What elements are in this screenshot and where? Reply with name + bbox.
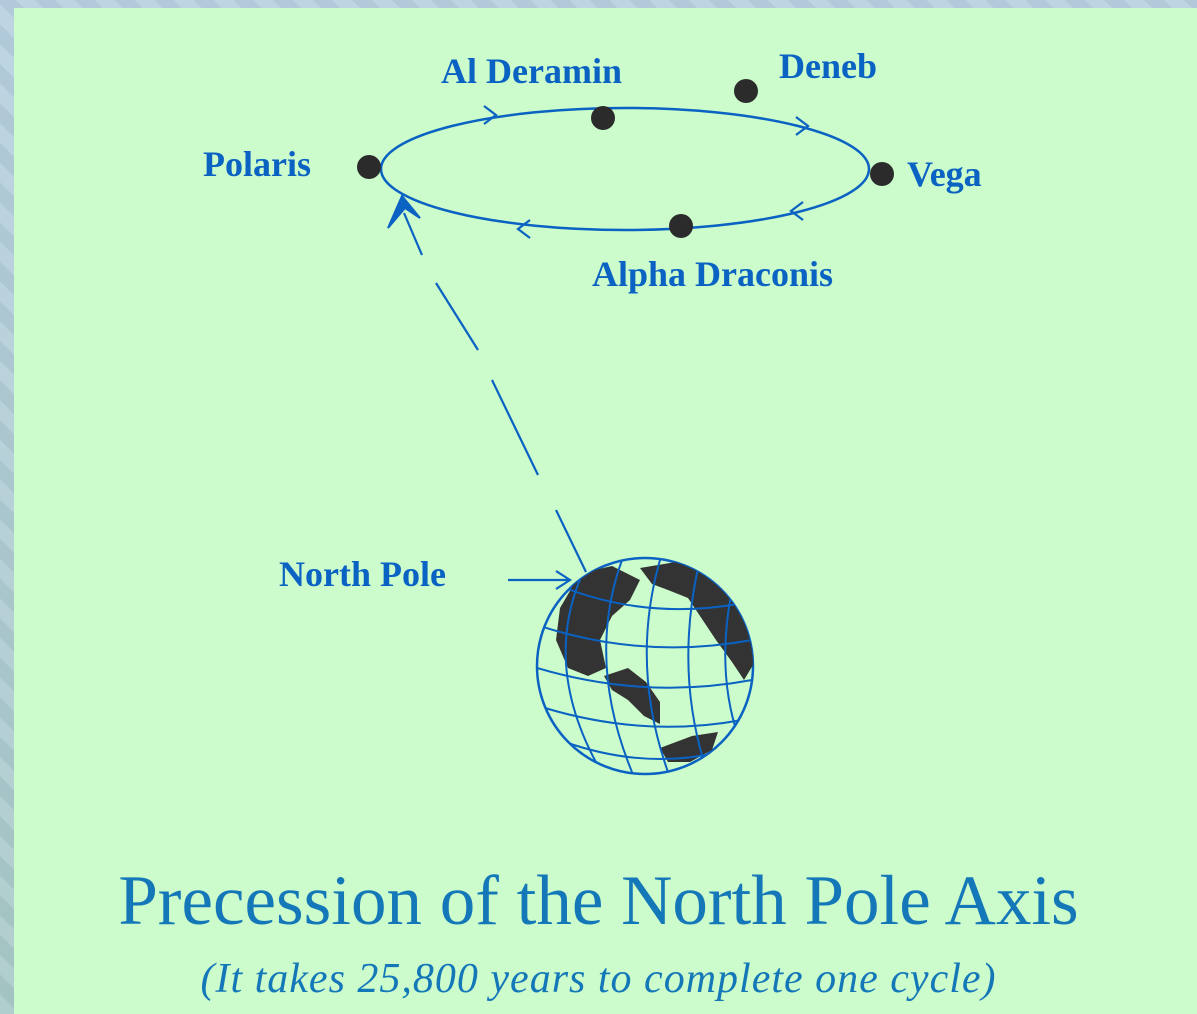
- star-marker-deneb: [734, 79, 758, 103]
- earth-globe-icon: [535, 556, 755, 776]
- pole-axis-line: [402, 212, 587, 573]
- continent-south-america: [604, 668, 660, 724]
- label-al-deramin: Al Deramin: [441, 51, 622, 91]
- label-polaris: Polaris: [203, 144, 311, 184]
- orbit-arrow-top-right: [795, 116, 810, 136]
- label-alpha-draconis: Alpha Draconis: [592, 254, 834, 294]
- star-marker-al-deramin: [591, 106, 615, 130]
- label-north-pole: North Pole: [279, 554, 446, 594]
- orbit-arrow-bottom-left: [516, 219, 531, 239]
- orbit-arrow-bottom-right: [789, 201, 804, 221]
- diagram-subtitle: (It takes 25,800 years to complete one c…: [200, 956, 997, 1002]
- star-marker-polaris: [357, 155, 381, 179]
- precession-orbit: [379, 106, 871, 232]
- orbit-direction-arrows: [483, 105, 810, 239]
- continent-north-america: [556, 566, 640, 676]
- label-vega: Vega: [907, 154, 982, 194]
- star-marker-vega: [870, 162, 894, 186]
- diagram-panel: [14, 8, 1197, 1014]
- star-marker-alpha-draconis: [669, 214, 693, 238]
- label-deneb: Deneb: [779, 46, 877, 86]
- diagram-title: Precession of the North Pole Axis: [118, 862, 1079, 940]
- north-pole-pointer-arrow: [508, 570, 573, 590]
- star-markers: [357, 79, 894, 238]
- orbit-arrow-top-left: [483, 105, 498, 125]
- axis-arrowhead: [387, 194, 421, 229]
